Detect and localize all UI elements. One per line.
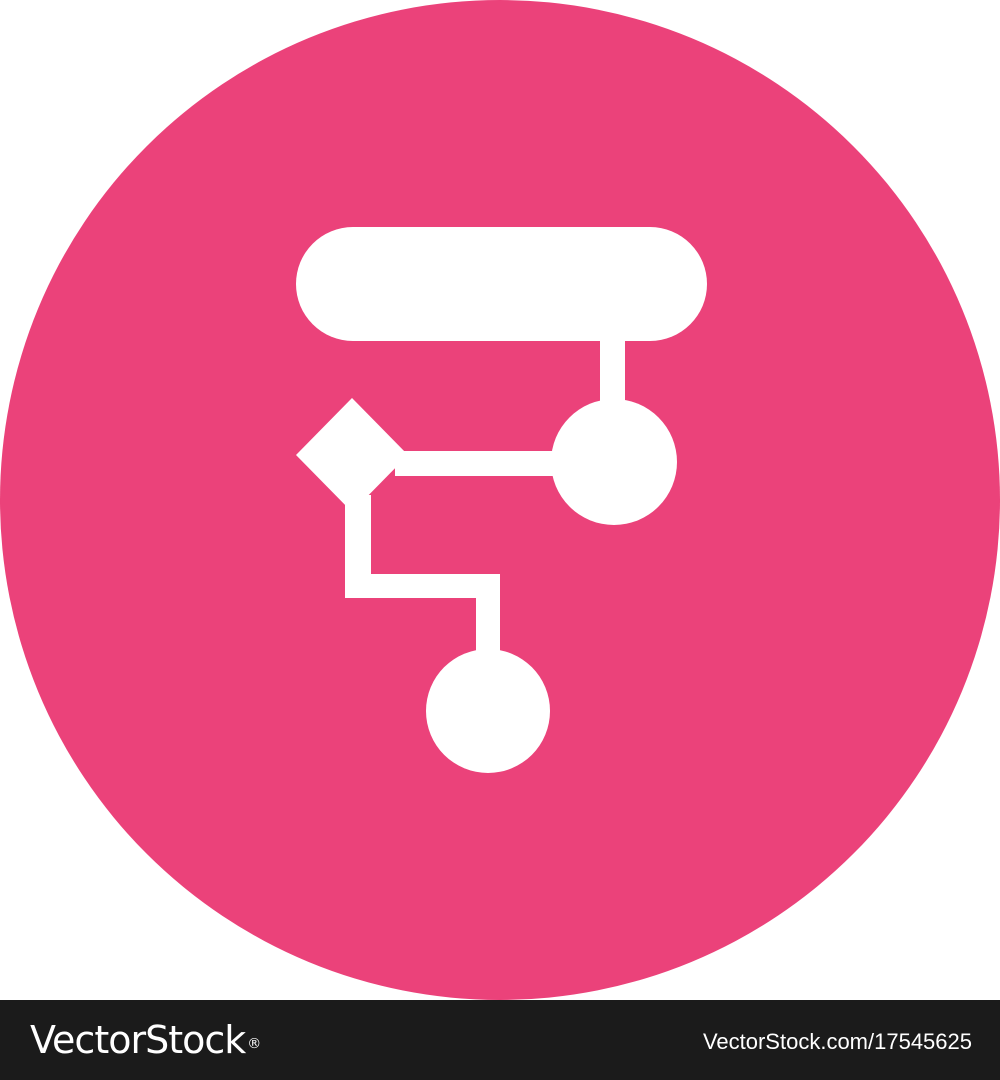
image-id-text: VectorStock.com/17545625: [702, 1029, 972, 1054]
flowchart-icon: [0, 0, 1000, 1000]
connector-decision-to-process: [395, 451, 565, 476]
brand-logo: VectorStock®: [30, 1018, 261, 1062]
terminator-shape: [296, 227, 707, 341]
end-node-circle: [426, 649, 550, 773]
brand-text: VectorStock: [30, 1018, 246, 1062]
process-node-circle: [551, 399, 677, 525]
watermark-footer: VectorStock® VectorStock.com/17545625: [0, 1000, 1000, 1080]
registered-mark: ®: [247, 1036, 261, 1052]
icon-artwork: [0, 0, 1000, 1000]
decision-diamond: [296, 398, 408, 512]
icon-background-circle: [0, 0, 1000, 1000]
connector-start-to-process: [600, 330, 625, 410]
flowchart-glyph: [296, 227, 707, 773]
connector-decision-to-end: [345, 495, 500, 655]
